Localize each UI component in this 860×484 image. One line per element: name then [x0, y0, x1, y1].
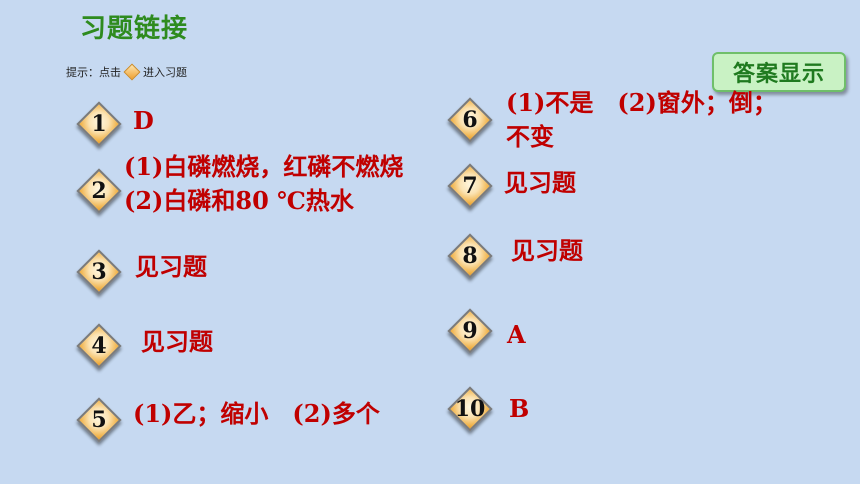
answer-line: (2)白磷和80 ℃热水 [124, 186, 354, 215]
answer-3: 见习题 [135, 250, 207, 284]
answer-line: 见习题 [141, 327, 213, 356]
question-number: 6 [462, 107, 478, 133]
show-answers-button[interactable]: 答案显示 [712, 52, 846, 92]
question-number: 10 [454, 396, 486, 422]
diamond-icon [123, 63, 141, 81]
question-number: 2 [91, 178, 107, 204]
answer-5: (1)乙；缩小 (2)多个 [133, 397, 380, 431]
answer-4: 见习题 [141, 325, 213, 359]
answer-line: 不变 [506, 122, 554, 151]
question-3-button[interactable]: 3 [75, 248, 123, 296]
answer-line: 见习题 [511, 236, 583, 265]
hint-prefix: 提示：点击 [66, 66, 121, 79]
answer-line: 见习题 [135, 252, 207, 281]
answer-1: D [133, 104, 154, 138]
question-8-button[interactable]: 8 [446, 232, 494, 280]
question-5-button[interactable]: 5 [75, 396, 123, 444]
question-2-button[interactable]: 2 [75, 167, 123, 215]
answer-line: D [133, 106, 154, 135]
answer-8: 见习题 [511, 234, 583, 268]
answer-line: (1)白磷燃烧，红磷不燃烧 [124, 152, 404, 181]
question-number: 7 [462, 173, 478, 199]
question-7-button[interactable]: 7 [446, 162, 494, 210]
question-1-button[interactable]: 1 [75, 100, 123, 148]
hint-suffix: 进入习题 [143, 66, 187, 79]
answer-line: B [509, 394, 530, 423]
question-number: 1 [91, 111, 107, 137]
question-6-button[interactable]: 6 [446, 96, 494, 144]
hint-text: 提示：点击 进入习题 [66, 63, 187, 81]
answer-line: (1)乙；缩小 (2)多个 [133, 399, 380, 428]
question-9-button[interactable]: 9 [446, 307, 494, 355]
question-number: 4 [91, 333, 107, 359]
answer-line: A [507, 320, 526, 349]
answer-7: 见习题 [504, 166, 576, 200]
answer-line: 见习题 [504, 168, 576, 197]
question-number: 3 [91, 259, 107, 285]
answer-9: A [507, 318, 526, 352]
question-number: 9 [462, 318, 478, 344]
question-number: 8 [462, 243, 478, 269]
answer-10: B [509, 392, 529, 426]
answer-2: (1)白磷燃烧，红磷不燃烧 (2)白磷和80 ℃热水 [124, 150, 403, 218]
answer-line: (1)不是 (2)窗外；倒； [506, 88, 777, 117]
question-number: 5 [91, 407, 107, 433]
question-10-button[interactable]: 10 [446, 385, 494, 433]
page-title: 习题链接 [80, 14, 189, 44]
answer-6: (1)不是 (2)窗外；倒； 不变 [506, 86, 777, 154]
question-4-button[interactable]: 4 [75, 322, 123, 370]
